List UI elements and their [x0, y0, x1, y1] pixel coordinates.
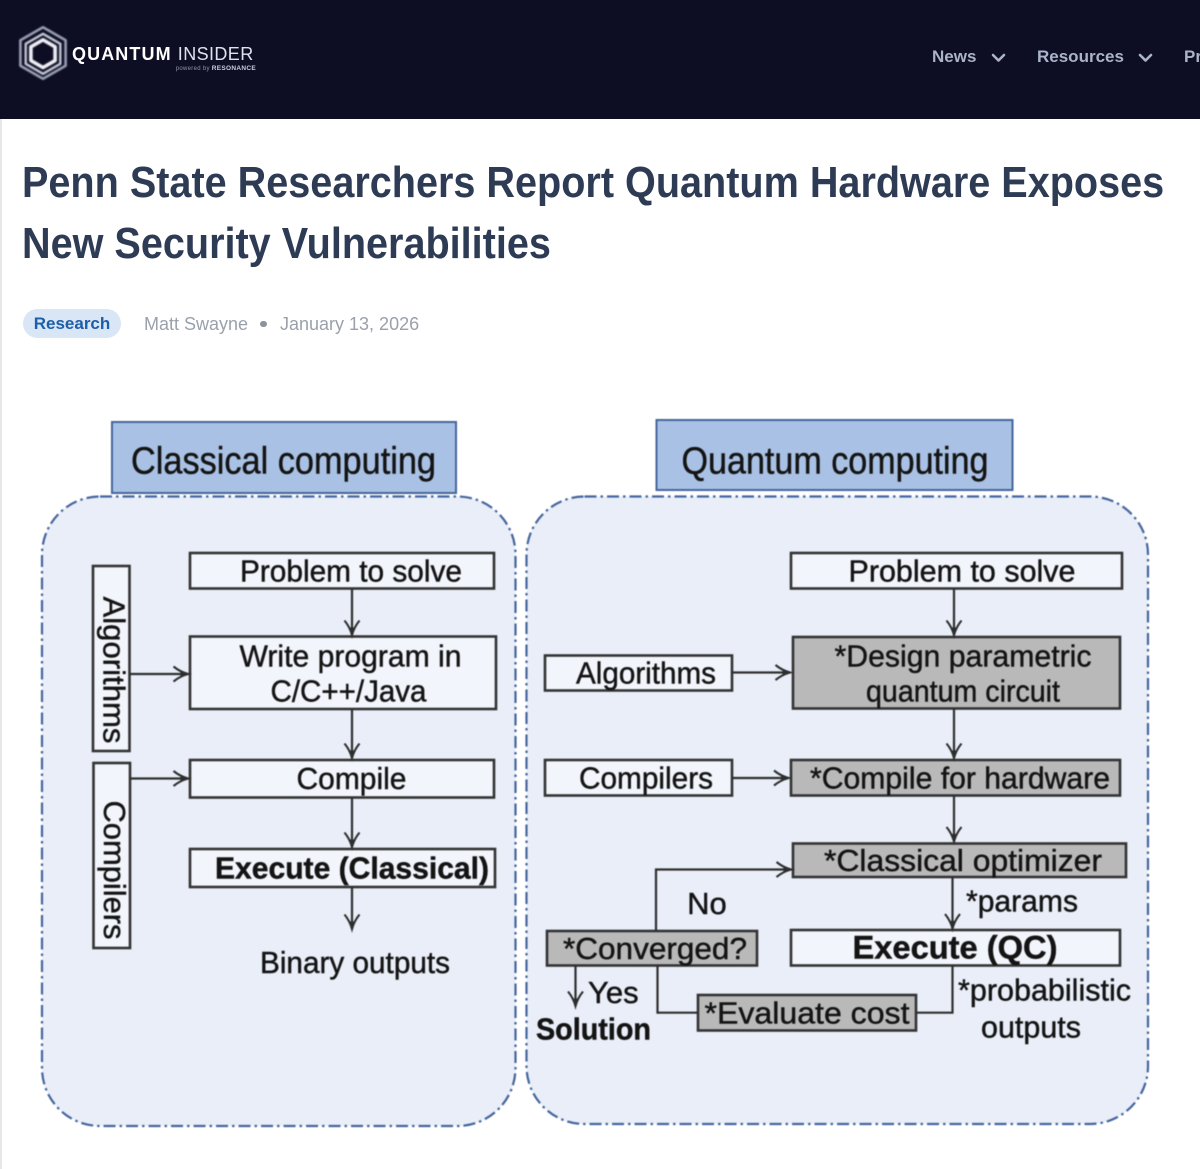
svg-text:*Compile for hardware: *Compile for hardware	[810, 761, 1110, 796]
svg-text:Yes: Yes	[588, 975, 639, 1010]
svg-text:Execute (Classical): Execute (Classical)	[215, 851, 489, 886]
svg-text:Algorithms: Algorithms	[576, 656, 716, 691]
svg-text:*Evaluate cost: *Evaluate cost	[705, 996, 910, 1031]
svg-text:*probabilistic: *probabilistic	[958, 973, 1131, 1008]
svg-text:Solution: Solution	[536, 1012, 651, 1047]
svg-text:*Design parametric: *Design parametric	[835, 639, 1092, 674]
svg-text:*Converged?: *Converged?	[563, 931, 747, 966]
svg-text:Binary outputs: Binary outputs	[260, 945, 450, 980]
svg-text:Problem to solve: Problem to solve	[240, 554, 462, 589]
svg-text:Algorithms: Algorithms	[97, 597, 132, 744]
svg-text:*params: *params	[966, 884, 1078, 919]
svg-text:No: No	[687, 886, 727, 921]
svg-text:*Classical optimizer: *Classical optimizer	[824, 843, 1102, 878]
svg-text:Write program in: Write program in	[240, 639, 462, 674]
svg-text:outputs: outputs	[981, 1009, 1081, 1044]
svg-text:Quantum computing: Quantum computing	[682, 441, 989, 483]
svg-text:quantum circuit: quantum circuit	[866, 673, 1060, 708]
svg-text:Classical computing: Classical computing	[131, 441, 436, 483]
svg-text:Compilers: Compilers	[579, 761, 713, 796]
svg-text:Problem to solve: Problem to solve	[849, 554, 1076, 589]
svg-text:C/C++/Java: C/C++/Java	[271, 673, 428, 708]
svg-text:Compilers: Compilers	[97, 801, 132, 940]
svg-text:Execute (QC): Execute (QC)	[853, 930, 1058, 966]
svg-text:Compile: Compile	[297, 761, 407, 796]
